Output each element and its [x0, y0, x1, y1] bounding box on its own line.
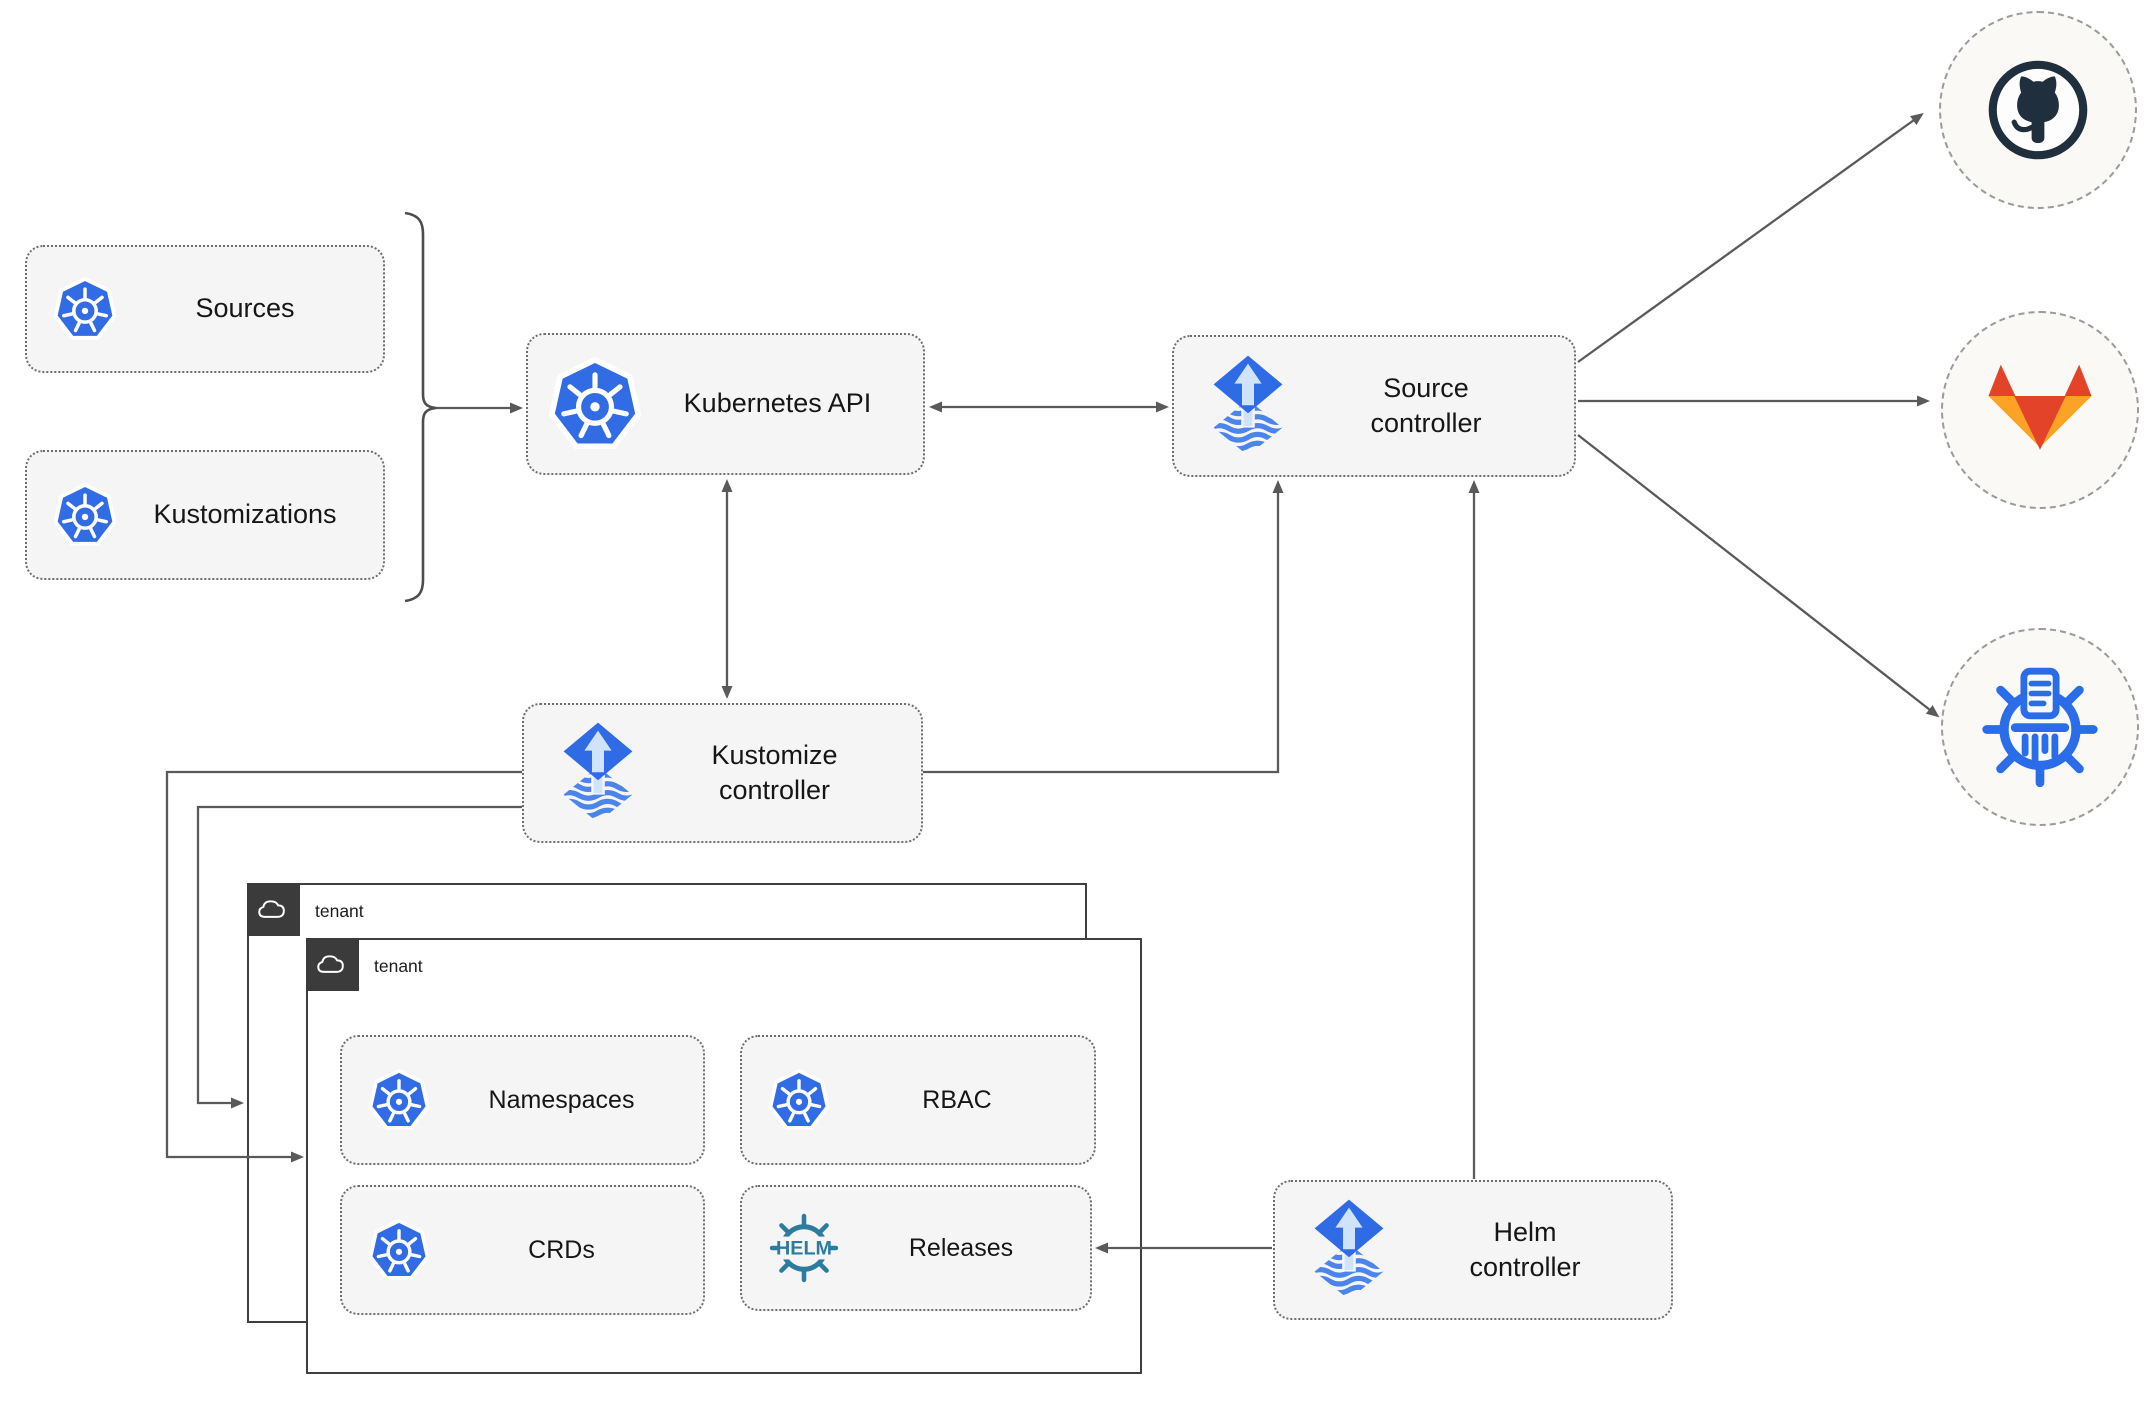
node-helm-controller: Helm controller: [1273, 1180, 1673, 1320]
edge-source-to-registry: [1577, 434, 1940, 718]
node-releases: HELM Releases: [740, 1185, 1092, 1311]
kubernetes-icon: [53, 483, 117, 547]
remote-gitlab: [1941, 311, 2139, 509]
node-kubernetes-api: Kubernetes API: [526, 333, 925, 475]
label-line2: controller: [718, 775, 831, 805]
remote-container-registry: [1941, 628, 2139, 826]
helm-badge-text: HELM: [776, 1237, 832, 1259]
flux-icon: [1208, 354, 1288, 458]
node-crds-label: CRDs: [528, 1235, 595, 1264]
node-kustomize-controller: Kustomize controller: [522, 703, 923, 843]
node-kubernetes-api-label: Kubernetes API: [683, 388, 872, 419]
container-registry-icon: [1978, 665, 2102, 789]
cloud-icon: [315, 952, 351, 977]
edge-kustomize-to-source-controller: [923, 480, 1284, 774]
node-rbac: RBAC: [740, 1035, 1096, 1165]
kubernetes-icon: [548, 357, 642, 451]
node-kustomizations: Kustomizations: [25, 450, 385, 580]
kubernetes-icon: [368, 1069, 430, 1131]
tenant-front-header: [306, 938, 359, 991]
node-source-controller-label: Source controller: [1288, 371, 1574, 441]
github-octocat-icon: [1980, 52, 2096, 168]
edge-brace: [404, 211, 437, 603]
cloud-icon: [256, 897, 292, 922]
label-line1: Helm: [1493, 1216, 1557, 1247]
node-source-controller: Source controller: [1172, 335, 1576, 477]
node-crds: CRDs: [340, 1185, 705, 1315]
flux-icon: [1309, 1198, 1389, 1302]
label-line1: Kustomize: [711, 739, 838, 770]
remote-github: [1939, 11, 2137, 209]
kubernetes-icon: [768, 1069, 830, 1131]
label-line2: controller: [1370, 408, 1482, 438]
tenant-back-header: [247, 883, 300, 936]
node-kustomizations-label: Kustomizations: [153, 499, 337, 530]
tenant-back-label: tenant: [315, 901, 364, 921]
node-rbac-label: RBAC: [922, 1085, 992, 1114]
tenant-front-label: tenant: [374, 956, 423, 976]
helm-icon: HELM: [769, 1213, 839, 1283]
node-helm-controller-label: Helm controller: [1389, 1215, 1671, 1285]
kubernetes-icon: [368, 1219, 430, 1281]
node-sources-label: Sources: [195, 293, 295, 324]
node-sources: Sources: [25, 245, 385, 373]
gitlab-tanuki-icon: [1984, 360, 2096, 461]
node-releases-label: Releases: [908, 1233, 1014, 1262]
label-line2: controller: [1469, 1252, 1581, 1282]
edge-source-to-github: [1577, 112, 1924, 363]
kubernetes-icon: [53, 277, 117, 341]
label-line1: Source: [1383, 372, 1469, 403]
node-namespaces-label: Namespaces: [488, 1085, 635, 1114]
node-namespaces: Namespaces: [340, 1035, 705, 1165]
node-kustomize-controller-label: Kustomize controller: [638, 738, 921, 808]
flux-icon: [558, 721, 638, 825]
